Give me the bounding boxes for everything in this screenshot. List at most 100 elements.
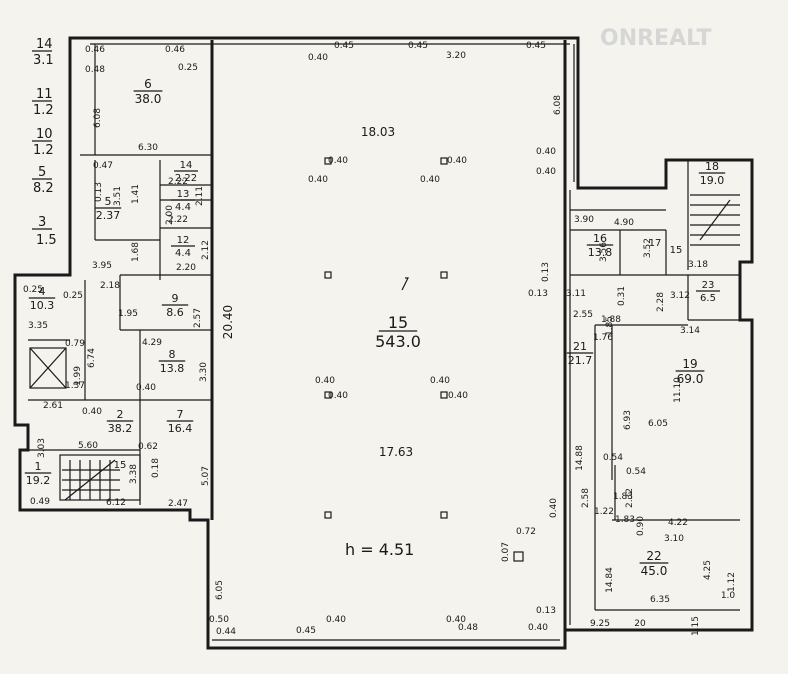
dimension-label: 3.38 [129,464,139,484]
dimension-label: 4.25 [703,560,713,580]
dimension-label: 1.68 [131,242,141,262]
dimension-label: 0.13 [541,262,551,282]
column-marker [324,391,332,399]
dimension-label: 6.35 [650,595,670,605]
dimension-label: 0.40 [308,53,328,63]
dimension-label: 0.48 [85,65,105,75]
dimension-label: 17.63 [379,445,413,459]
dimension-label: 0.40 [328,391,348,401]
dimension-label: 6.93 [623,410,633,430]
room-area: 13.8 [160,362,185,375]
room-area: 10.3 [30,299,55,312]
room-label-r7: 716.4 [166,408,194,435]
column-marker [513,551,524,562]
dimension-label: 0.50 [209,615,229,625]
dimension-label: 0.46 [165,45,185,55]
dimension-label: 0.40 [326,615,346,625]
dimension-label: 3.35 [28,321,48,331]
dimension-label: 0.79 [65,339,85,349]
room-area: 19.2 [26,474,51,487]
room-label-r9: 98.6 [161,292,189,319]
dimension-label: 1.12 [727,572,737,592]
column-marker [324,511,332,519]
room-area: 8.6 [166,306,184,319]
dimension-label: 14.84 [605,567,615,593]
dimension-label: 6.12 [106,498,126,508]
dimension-label: 3.51 [113,186,123,206]
legend-area: 8.2 [33,181,54,196]
dimension-label: 1.85 [605,316,615,336]
main-hall-walls [210,40,571,630]
room-number: 18 [705,160,719,173]
dimension-label: 0.45 [334,41,354,51]
dimension-label: 1.88 [601,315,621,325]
dimension-label: 0.31 [617,286,627,306]
dimension-label: 0.40 [528,623,548,633]
room-label-r13: 134.4 [171,189,195,213]
room-label-r23: 236.5 [696,280,720,304]
dimension-label: 3.12 [670,291,690,301]
dimension-label: 0.54 [626,467,646,477]
left-block-walls [28,44,212,505]
room-area: 6.5 [700,293,716,304]
room-area: 2.37 [96,209,121,222]
room-area: 38.0 [135,92,162,106]
dimension-label: 0.46 [85,45,105,55]
dimension-label: 6.08 [553,95,563,115]
room-area: 19.0 [700,174,725,187]
room-number: 2 [117,408,124,421]
column-marker [440,391,448,399]
dimension-label: 3.95 [92,261,112,271]
room-area: 2.22 [175,173,197,184]
legend-area: 1.2 [33,103,54,118]
room-number: 15 [114,460,127,471]
dimension-label: 0.47 [93,161,113,171]
dimension-label: 3.52 [643,238,653,258]
dimension-label: 20.40 [221,305,235,339]
room-area: 38.2 [108,422,133,435]
dimension-label: 2.47 [168,499,188,509]
dimension-label: 11.10 [673,377,683,403]
dimension-label: 2.32 [625,488,635,508]
dimension-label: 1.15 [691,616,701,636]
room-area: 4.4 [175,202,191,213]
outer-walls [13,36,754,650]
dimension-label: 0.40 [136,383,156,393]
dimension-label: 1.95 [118,309,138,319]
dimension-label: 1.41 [131,184,141,204]
dimension-label: 0.40 [448,391,468,401]
room-label-r15n: 15 [670,245,683,256]
room-number: 12 [177,235,190,246]
room-number: 22 [646,549,661,563]
room-number: 5 [105,195,112,208]
dimension-label: 0.40 [447,156,467,166]
dimension-label: 4.29 [142,338,162,348]
dimension-label: 0.40 [549,498,559,518]
dimension-label: 0.25 [63,291,83,301]
dimension-label: 2.11 [195,186,205,206]
room-number: 7 [177,408,184,421]
column-marker [324,271,332,279]
column-marker [324,157,332,165]
room-area: 13.8 [588,246,613,259]
dimension-label: 0.40 [82,407,102,417]
legend-num: 11 [36,87,53,102]
room-area: 21.7 [568,354,593,367]
room-number: 1 [35,460,42,473]
staircase-room-1 [59,454,141,501]
room-number: 23 [702,280,715,291]
dimension-label: 0.07 [501,542,511,562]
elevator-shaft [29,347,67,389]
dimension-label: 1.22 [594,507,614,517]
legend-num: 14 [36,37,53,52]
dimension-label: 1.83 [613,492,633,502]
room-area: 69.0 [677,372,704,386]
room-label-r12: 124.4 [171,235,195,259]
room-label-r17: 17 [649,238,662,249]
dimension-label: 5.07 [201,466,211,486]
